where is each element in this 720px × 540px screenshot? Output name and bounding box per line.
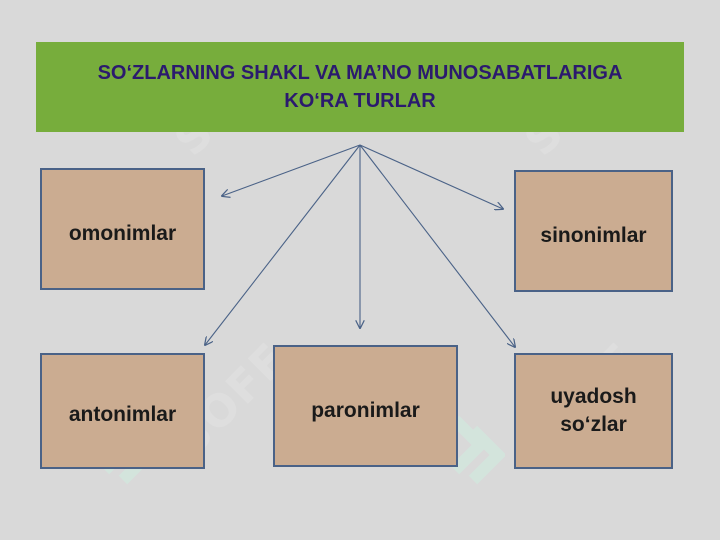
box-sinonimlar-label: sinonimlar [540,224,647,247]
title-line-1: SO‘ZLARNING SHAKL VA MA’NO MUNOSABATLARI… [97,62,623,84]
title-band: SO‘ZLARNING SHAKL VA MA’NO MUNOSABATLARI… [36,42,684,132]
arrow-to-sinonimlar [359,144,503,209]
title-line-2: KO‘RA TURLAR [284,90,436,112]
box-uyadosh-label-line-2: so‘zlar [560,413,627,436]
box-antonimlar-label: antonimlar [68,403,177,426]
arrow-to-uyadosh [359,144,515,347]
arrow-to-antonimlar [205,144,361,345]
box-paronimlar: paronimlar [273,345,458,467]
box-sinonimlar: sinonimlar [514,170,673,292]
box-uyadosh-label-line-1: uyadosh [550,385,637,408]
box-uyadosh-sozlar: uyadosh so‘zlar [514,353,673,469]
box-omonimlar-label: omonimlar [68,222,177,245]
box-omonimlar: omonimlar [40,168,205,290]
box-paronimlar-label: paronimlar [311,399,420,422]
box-antonimlar: antonimlar [40,353,205,469]
arrow-to-omonimlar [222,144,361,196]
